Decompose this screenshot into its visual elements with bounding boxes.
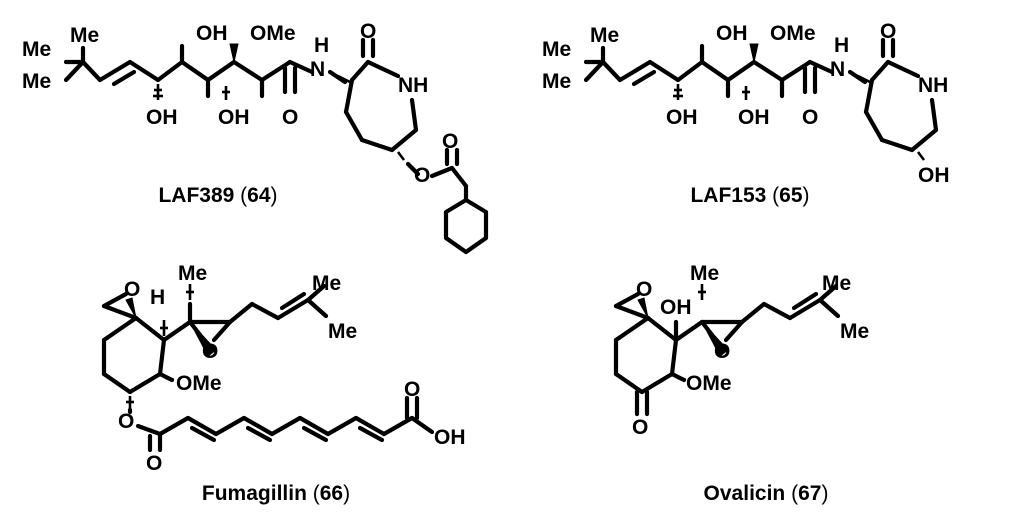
ovalicin-me-right2: Me <box>840 320 869 343</box>
ovalicin-stereo-bonds <box>637 284 729 382</box>
laf153-amide-h: H <box>834 34 849 57</box>
laf389-me-top: Me <box>70 24 99 47</box>
ovalicin-ring-oh: OH <box>660 296 692 319</box>
laf389-ome-top: OMe <box>250 22 296 45</box>
laf153-lactam-o: O <box>880 20 896 43</box>
laf153-caption: LAF153 (65) <box>690 184 809 207</box>
laf389-caption: LAF389 (64) <box>158 184 277 207</box>
fumagillin-me-right1: Me <box>312 272 341 295</box>
fumagillin-stereo-bonds <box>125 284 217 410</box>
structure-laf389: Me Me Me OH OMe OH OH O H N O NH O O LAF… <box>22 20 489 255</box>
laf153-amide-o: O <box>802 106 818 129</box>
fumagillin-ome: OMe <box>176 372 222 395</box>
structure-laf153: Me Me Me OH OMe OH OH O H N O NH OH LAF1… <box>542 20 950 207</box>
laf389-atom-labels: Me Me Me OH OMe OH OH O H N O NH O O <box>22 20 458 187</box>
laf389-lactam-nh: NH <box>398 74 428 97</box>
structure-fumagillin: O H Me O Me Me OMe O O O OH Fumagillin (… <box>101 262 466 505</box>
ovalicin-me-top: Me <box>690 262 719 285</box>
laf389-carbonyl-o: O <box>442 130 458 153</box>
laf389-oh-bottom2: OH <box>218 106 250 129</box>
laf389-amide-n: N <box>310 58 325 81</box>
laf389-me-left2: Me <box>22 70 51 93</box>
laf153-me-left2: Me <box>542 70 571 93</box>
ovalicin-me-right1: Me <box>822 272 851 295</box>
laf153-stereo-bonds <box>673 43 926 161</box>
laf389-me-left1: Me <box>22 38 51 61</box>
laf153-lactam-nh: NH <box>918 74 948 97</box>
laf389-amide-h: H <box>314 34 329 57</box>
laf153-oh-bottom2: OH <box>738 106 770 129</box>
fumagillin-epoxide-o: O <box>124 278 140 301</box>
ovalicin-ome: OMe <box>686 372 732 395</box>
fumagillin-carbonyl-o: O <box>146 452 162 475</box>
fumagillin-chain-epoxide-o: O <box>202 340 218 363</box>
laf153-ring-oh: OH <box>918 164 950 187</box>
ovalicin-chain-epoxide-o: O <box>714 340 730 363</box>
ovalicin-caption: Ovalicin (67) <box>704 482 829 505</box>
laf389-oh-bottom1: OH <box>146 106 178 129</box>
laf389-stereo-bonds <box>153 43 406 161</box>
laf153-oh-top: OH <box>716 22 748 45</box>
fumagillin-acid-oh: OH <box>434 426 466 449</box>
laf153-atom-labels: Me Me Me OH OMe OH OH O H N O NH OH <box>542 20 950 187</box>
laf153-oh-bottom1: OH <box>666 106 698 129</box>
laf389-amide-o: O <box>282 106 298 129</box>
fumagillin-ring-h: H <box>150 286 165 309</box>
laf153-bonds <box>583 37 939 153</box>
ovalicin-bonds <box>613 283 841 417</box>
structure-ovalicin: O OH Me O Me Me OMe O Ovalicin (67) <box>613 262 869 505</box>
fumagillin-bonds <box>101 283 435 453</box>
fumagillin-me-right2: Me <box>328 320 357 343</box>
fumagillin-caption: Fumagillin (66) <box>202 482 350 505</box>
laf389-oh-top: OH <box>196 22 228 45</box>
fumagillin-atom-labels: O H Me O Me Me OMe O O O OH <box>118 262 466 475</box>
laf153-amide-n: N <box>830 58 845 81</box>
laf153-me-left1: Me <box>542 38 571 61</box>
fumagillin-me-top: Me <box>178 262 207 285</box>
ovalicin-atom-labels: O OH Me O Me Me OMe O <box>632 262 869 439</box>
fumagillin-ester-o: O <box>118 410 134 433</box>
laf153-ome-top: OMe <box>770 22 816 45</box>
ovalicin-ketone-o: O <box>632 416 648 439</box>
laf389-lactam-o: O <box>360 20 376 43</box>
fumagillin-acid-o: O <box>404 378 420 401</box>
ovalicin-epoxide-o: O <box>636 278 652 301</box>
laf389-ester-o: O <box>414 164 430 187</box>
laf153-me-top: Me <box>590 24 619 47</box>
laf389-bonds <box>63 37 489 255</box>
